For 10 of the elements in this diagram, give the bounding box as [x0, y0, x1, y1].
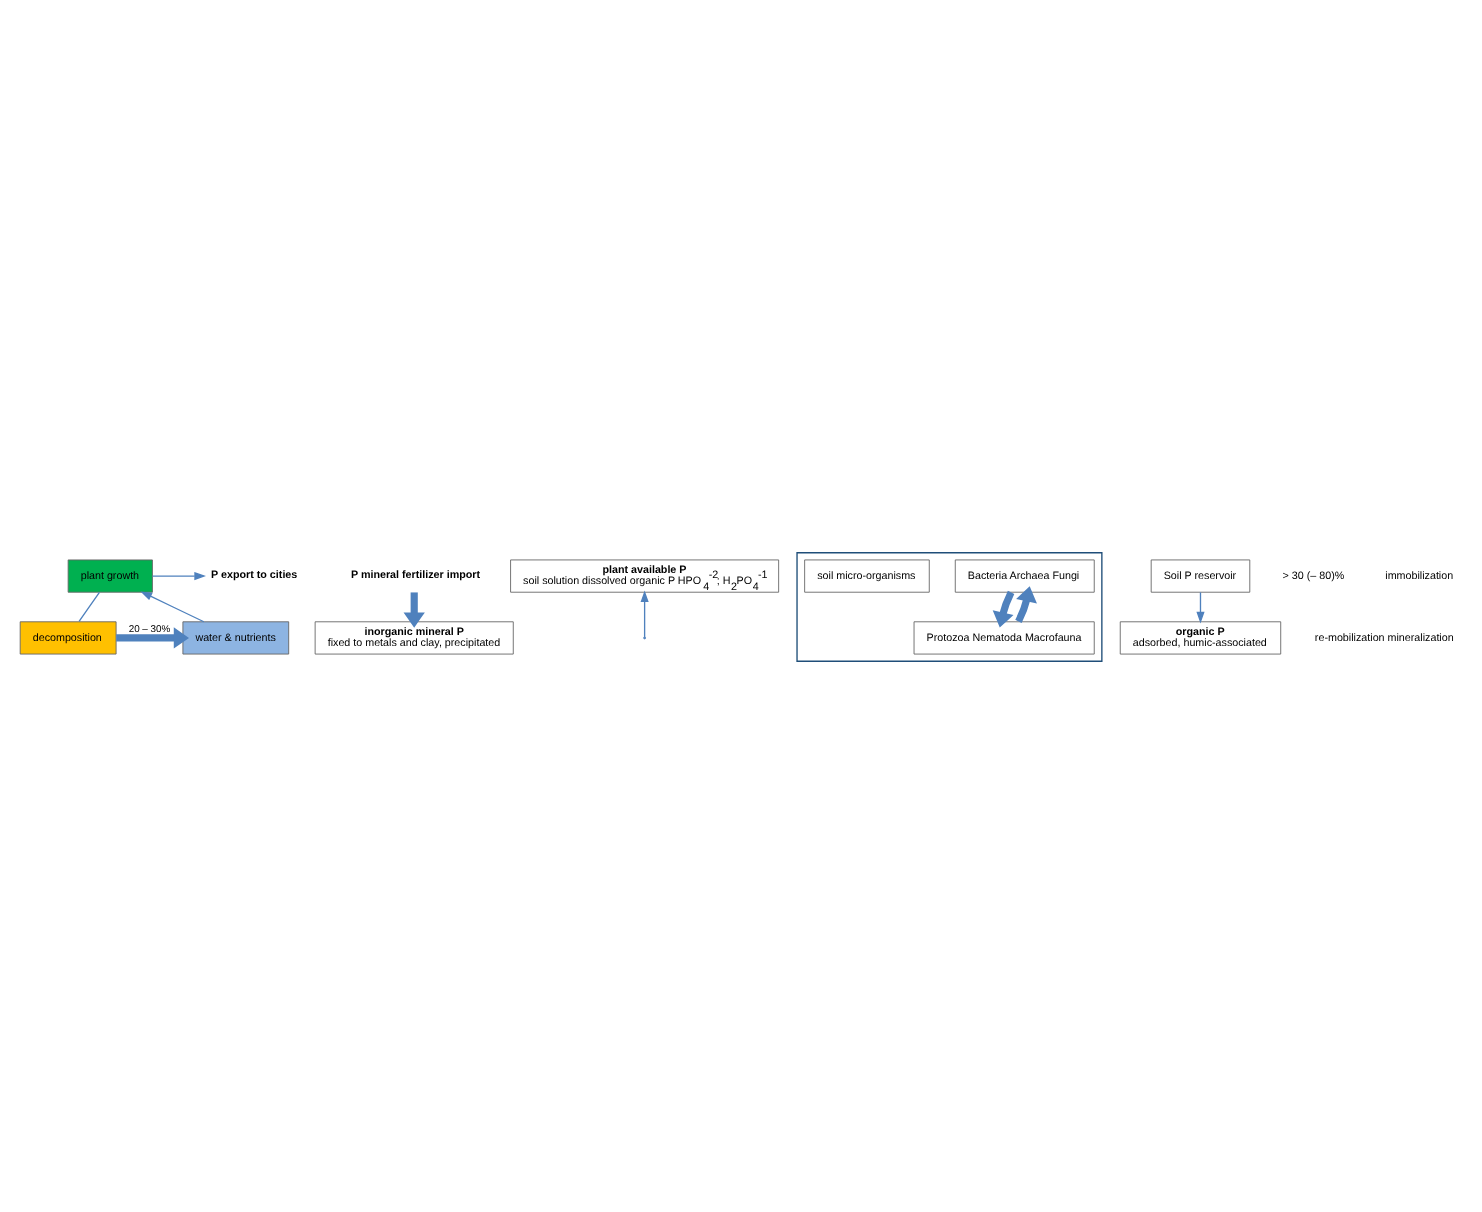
- arrow: [1015, 585, 1037, 622]
- arrow: [140, 590, 205, 622]
- cluster: [796, 551, 1103, 661]
- arrow: [151, 571, 206, 580]
- arrow: [403, 591, 425, 627]
- arrow: [992, 589, 1015, 627]
- arrow: [116, 626, 189, 648]
- arrow: [640, 589, 649, 637]
- connector: [78, 590, 101, 622]
- arrow: [1196, 590, 1205, 623]
